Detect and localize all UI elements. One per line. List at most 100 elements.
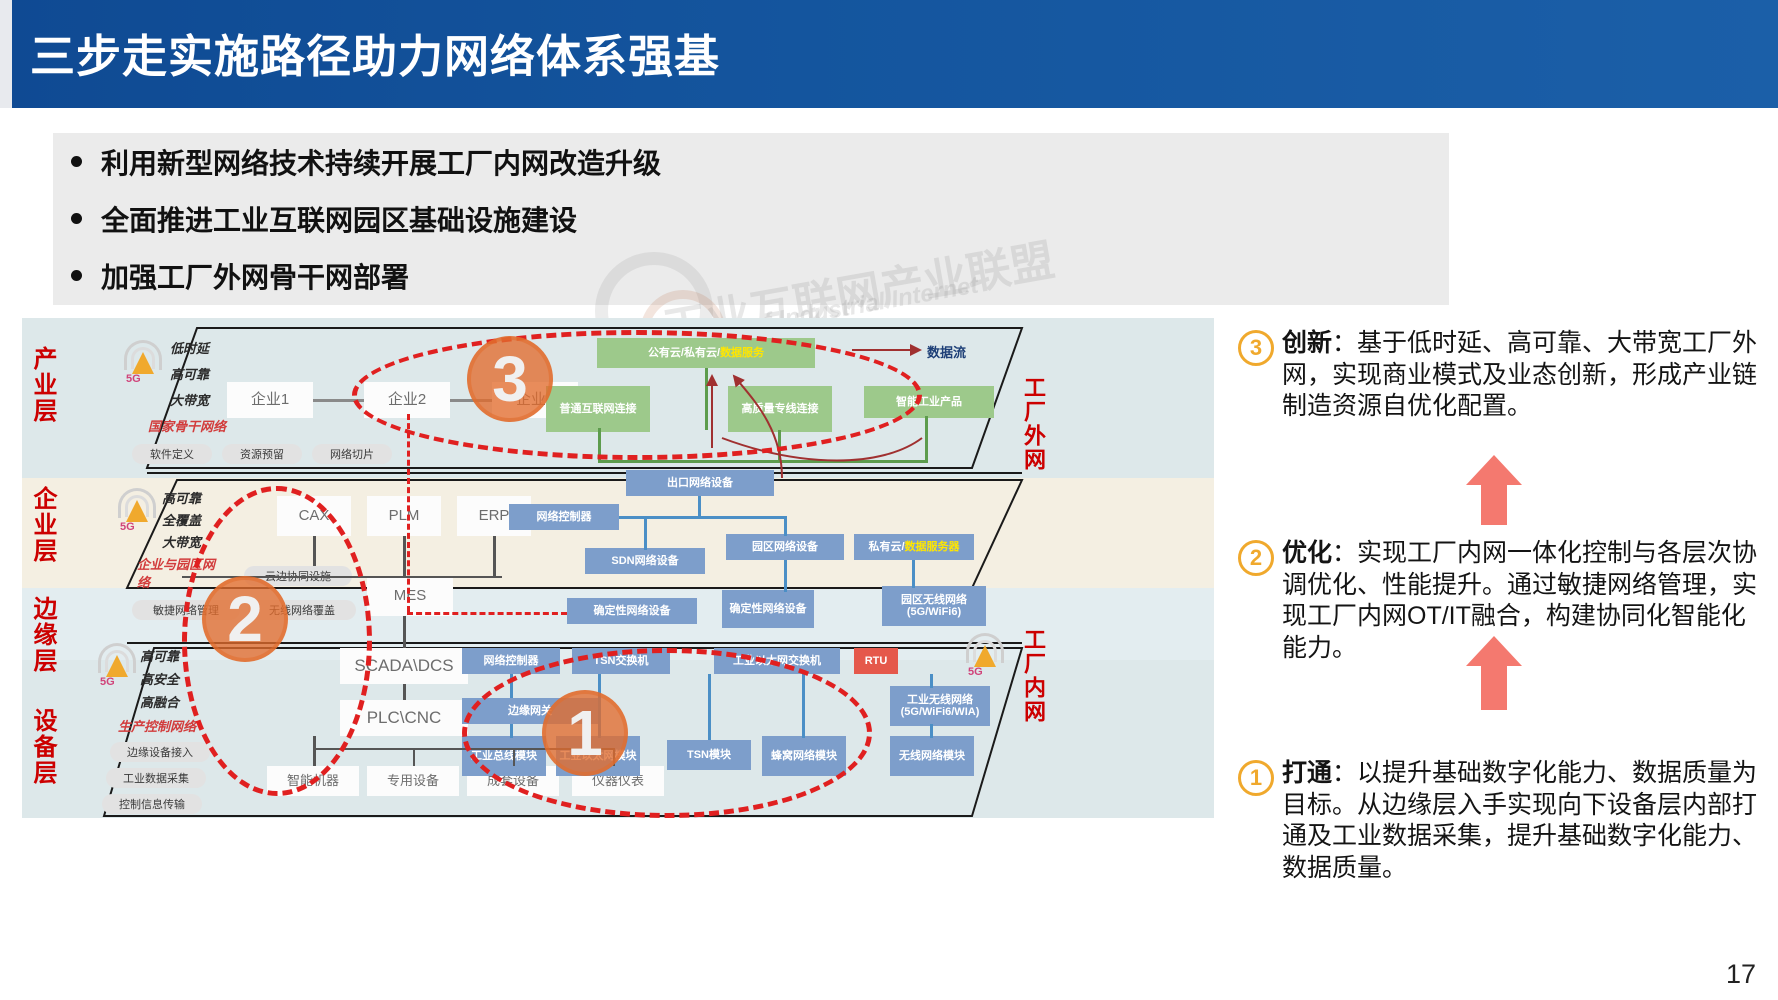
enterprise-feature-2: 全覆盖 — [162, 513, 202, 528]
network-architecture-diagram: 产业层 企业层 边缘层 设备层 工厂外网 工厂内网 5G 5G 5G 5G 低时… — [22, 318, 1214, 818]
device-feature-3: 高融合 — [140, 695, 180, 710]
industry-enterprise-1: 企业1 — [227, 382, 313, 418]
device-pill-ctrl-transfer: 控制信息传输 — [102, 794, 202, 814]
connector — [403, 684, 406, 700]
tower-5g-icon-enterprise: 5G — [114, 488, 160, 536]
device-rtu: RTU — [854, 648, 898, 674]
connector — [413, 748, 415, 766]
connector — [698, 516, 786, 519]
connector — [698, 496, 701, 518]
connector — [313, 399, 364, 402]
tower-label: 5G — [120, 521, 135, 533]
page-title: 三步走实施路径助力网络体系强基 — [30, 31, 721, 82]
bullet-label: 利用新型网络技术持续开展工厂内网改造升级 — [101, 147, 662, 179]
step-title-3: 创新 — [1282, 329, 1333, 357]
tower-5g-icon-device: 5G — [94, 643, 140, 691]
steps-panel: 3 创新：基于低时延、高可靠、大带宽工厂外网，实现商业模式及业态创新，形成产业链… — [1238, 328, 1768, 890]
bullet-dot-icon — [71, 156, 82, 167]
step-text-2: 优化：实现工厂内网一体化控制与各层次协调优化、性能提升。通过敏捷网络管理，实现工… — [1282, 538, 1768, 664]
enterprise-feature-3: 大带宽 — [162, 535, 202, 550]
step-number-3: 3 — [1238, 330, 1274, 366]
red-dash-connector-v — [407, 414, 410, 612]
highlight-ellipse-1 — [462, 648, 872, 818]
enterprise-deterministic-device-2: 确定性网络设备 — [722, 590, 814, 628]
step-body-1: ：以提升基础数字化能力、数据质量为目标。从边缘层入手实现向下设备层内部打通及工业… — [1282, 759, 1758, 882]
connector — [313, 748, 613, 750]
device-feature-2: 高安全 — [140, 672, 180, 687]
tower-label: 5G — [968, 666, 983, 678]
device-pill-edge-access: 边缘设备接入 — [110, 742, 210, 762]
diagram-step-circle-3: 3 — [467, 336, 553, 422]
connector — [930, 674, 933, 688]
enterprise-app-plm: PLM — [367, 496, 441, 536]
tower-5g-icon-wireless: 5G — [962, 633, 1008, 681]
layer-label-industry: 产业层 — [29, 346, 56, 424]
enterprise-park-wireless: 园区无线网络(5G/WiFi6) — [882, 586, 986, 626]
enterprise-egress-device: 出口网络设备 — [626, 470, 774, 496]
bullet-item: 全面推进工业互联网园区基础设施建设 — [53, 190, 1449, 247]
device-feature-1: 高可靠 — [140, 649, 180, 664]
step-number-2: 2 — [1238, 540, 1274, 576]
layer-label-edge: 边缘层 — [29, 596, 56, 674]
industry-pill-1: 软件定义 — [132, 444, 212, 464]
connector — [644, 516, 647, 550]
bullet-label: 全面推进工业互联网园区基础设施建设 — [101, 204, 578, 236]
connector — [493, 536, 496, 576]
industry-network-name: 国家骨干网络 — [148, 419, 227, 434]
enterprise-sdn-device: SDN网络设备 — [585, 548, 705, 574]
device-pill-data-collect: 工业数据采集 — [106, 768, 206, 788]
private-cloud-highlight: 数据服务器 — [904, 540, 960, 553]
bullet-item: 加强工厂外网骨干网部署 — [53, 247, 1449, 304]
connector — [619, 516, 701, 519]
device-equipment-2: 专用设备 — [367, 766, 459, 796]
device-network-name: 生产控制网络 — [118, 719, 197, 734]
device-wireless-module: 无线网络模块 — [890, 736, 974, 776]
private-cloud-plain: 私有云/ — [868, 540, 905, 553]
enterprise-app-mes: MES — [367, 576, 453, 616]
red-dash-connector-h — [407, 612, 567, 615]
connector — [784, 560, 787, 592]
step-text-1: 打通：以提升基础数字化能力、数据质量为目标。从边缘层入手实现向下设备层内部打通及… — [1282, 758, 1768, 884]
diagram-step-circle-1: 1 — [542, 690, 628, 776]
up-arrow-icon-lower — [1466, 636, 1522, 710]
header-bar: 三步走实施路径助力网络体系强基 — [0, 0, 1778, 108]
tower-label: 5G — [100, 676, 115, 688]
tower-label: 5G — [126, 373, 141, 385]
industry-pill-3: 网络切片 — [312, 444, 392, 464]
bullet-label: 加强工厂外网骨干网部署 — [101, 261, 410, 293]
enterprise-deterministic-device-1: 确定性网络设备 — [567, 598, 697, 624]
industry-feature-1: 低时延 — [170, 341, 210, 356]
device-industrial-wireless: 工业无线网络(5G/WiFi6/WIA) — [890, 686, 990, 726]
connector — [930, 724, 933, 738]
enterprise-net-controller: 网络控制器 — [509, 504, 619, 530]
bullet-dot-icon — [71, 213, 82, 224]
industry-pill-2: 资源预留 — [222, 444, 302, 464]
step-text-3: 创新：基于低时延、高可靠、大带宽工厂外网，实现商业模式及业态创新，形成产业链制造… — [1282, 328, 1768, 423]
step-title-1: 打通 — [1282, 759, 1333, 787]
step-body-3: ：基于低时延、高可靠、大带宽工厂外网，实现商业模式及业态创新，形成产业链制造资源… — [1282, 329, 1758, 420]
data-flow-legend-label: 数据流 — [927, 345, 967, 360]
bullet-panel: 利用新型网络技术持续开展工厂内网改造升级 全面推进工业互联网园区基础设施建设 加… — [53, 133, 1449, 305]
industry-feature-2: 高可靠 — [170, 367, 210, 382]
layer-label-factory-external: 工厂外网 — [1021, 376, 1046, 472]
bullet-dot-icon — [71, 270, 82, 281]
connector — [403, 536, 406, 576]
connector — [925, 416, 928, 462]
tower-5g-icon-industry: 5G — [120, 340, 166, 388]
up-arrow-icon-upper — [1466, 455, 1522, 525]
header-accent-stripe — [0, 0, 12, 108]
step-body-2: ：实现工厂内网一体化控制与各层次协调优化、性能提升。通过敏捷网络管理，实现工厂内… — [1282, 539, 1758, 662]
connector — [598, 460, 928, 463]
layer-label-device: 设备层 — [29, 708, 56, 786]
enterprise-park-net-device: 园区网络设备 — [726, 534, 844, 560]
industry-feature-3: 大带宽 — [170, 393, 210, 408]
step-number-1: 1 — [1238, 760, 1274, 796]
connector — [912, 560, 915, 588]
page-number: 17 — [1725, 959, 1756, 989]
highlight-ellipse-3 — [352, 330, 922, 460]
step-title-2: 优化 — [1282, 539, 1333, 567]
connector — [784, 516, 787, 536]
layer-label-factory-internal: 工厂内网 — [1021, 628, 1046, 724]
highlight-ellipse-2 — [182, 486, 372, 796]
bullet-item: 利用新型网络技术持续开展工厂内网改造升级 — [53, 133, 1449, 190]
